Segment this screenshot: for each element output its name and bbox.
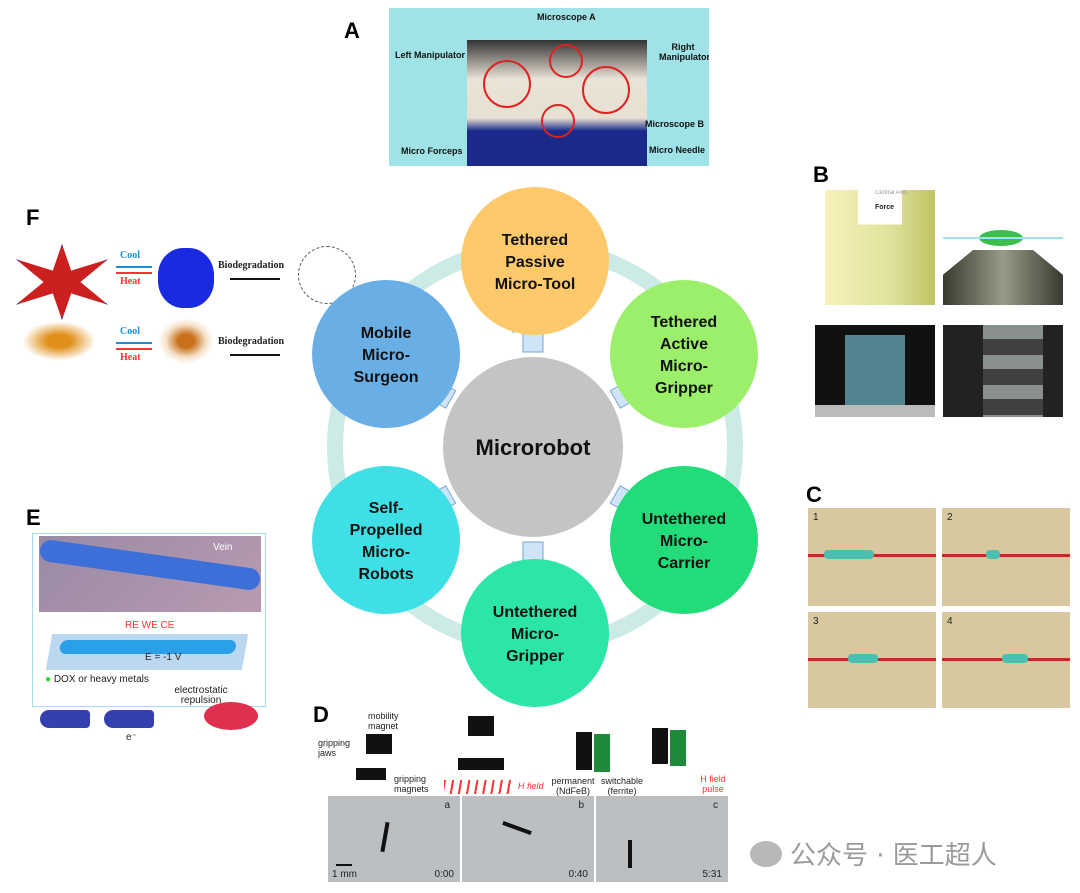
- panel-e-image: Vein RE WE CE E = -1 V ● DOX or heavy me…: [32, 533, 266, 707]
- panel-a-image: Microscope A Left Manipulator Right Mani…: [389, 8, 709, 166]
- node-label: Micro-: [660, 358, 708, 375]
- panel-label-a: A: [344, 18, 360, 43]
- node-label: Self-: [369, 500, 404, 517]
- node-label: Active: [660, 336, 708, 353]
- annotation: gripping magnets: [394, 774, 429, 794]
- annotation: e⁻: [126, 732, 137, 743]
- panel-f-image: Cool Heat Biodegradation Cool Heat Biode…: [8, 238, 360, 364]
- frame-a: a 0:00 1 mm: [328, 796, 460, 882]
- node-untethered-micro-carrier: [609, 466, 758, 614]
- frame-b: b 0:40: [462, 796, 594, 882]
- microrobot-diagram: Microrobot TetheredPassiveMicro-ToolTeth…: [312, 187, 758, 707]
- panel-label-d: D: [313, 702, 329, 727]
- panel-b-image: Central Axis Force: [815, 190, 1065, 420]
- annotation: Left Manipulator: [395, 50, 465, 60]
- heat-label: Heat: [120, 276, 141, 287]
- wechat-icon: [750, 840, 782, 867]
- annotation: RE WE CE: [125, 620, 175, 631]
- annotation: Force: [875, 204, 895, 211]
- node-mobile-micro-surgeon: [312, 280, 461, 428]
- annotation: Microscope A: [537, 12, 596, 22]
- node-untethered-micro-gripper: [461, 559, 609, 707]
- frame-c: c 5:31: [596, 796, 728, 882]
- node-label: Carrier: [658, 555, 710, 572]
- node-label: Surgeon: [354, 369, 419, 386]
- node-label: Gripper: [655, 380, 713, 397]
- node-label: Passive: [505, 254, 565, 271]
- annotation: Right Manipulator: [659, 42, 709, 62]
- process-label: Biodegradation: [218, 260, 285, 271]
- node-label: Untethered: [493, 604, 577, 621]
- panel-label-c: C: [806, 482, 822, 507]
- node-label: Gripper: [506, 648, 564, 665]
- node-label: Tethered: [502, 232, 568, 249]
- annotation: switchable (ferrite): [600, 776, 644, 796]
- legend-dox: DOX or heavy metals: [53, 674, 149, 685]
- frame-time: 0:00: [434, 869, 454, 880]
- frame-time: 5:31: [702, 869, 722, 880]
- panel-c-image: 1 2 3 4: [808, 508, 1070, 708]
- node-label: Micro-Tool: [495, 276, 576, 293]
- annotation: gripping jaws: [318, 738, 351, 758]
- panel-label-e: E: [26, 505, 41, 530]
- annotation: Micro Needle: [649, 145, 706, 155]
- node-label: Mobile: [361, 325, 412, 342]
- annotation: ● DOX or heavy metals: [45, 674, 149, 685]
- annotation: H field pulse: [700, 774, 726, 794]
- node-label: Micro-: [660, 533, 708, 550]
- node-label: Propelled: [350, 522, 423, 539]
- frame-letter: b: [578, 800, 584, 811]
- frame-time: 0:40: [568, 869, 588, 880]
- node-tethered-passive-micro-tool: [461, 187, 609, 335]
- frame-number: 2: [947, 512, 953, 523]
- panel-label-b: B: [813, 162, 829, 187]
- frame-number: 1: [813, 512, 819, 523]
- frame-letter: c: [713, 800, 718, 811]
- node-label: Micro-: [511, 626, 559, 643]
- process-label: Biodegradation: [218, 336, 285, 347]
- node-label: Tethered: [651, 314, 717, 331]
- annotation: H field: [518, 781, 544, 791]
- watermark-text: 公众号 · 医工超人: [790, 841, 997, 871]
- scale-bar: 1 mm: [332, 869, 357, 880]
- annotation: permanent (NdFeB): [551, 776, 595, 796]
- node-label: Micro-: [362, 544, 410, 561]
- watermark: 公众号 · 医工超人: [750, 835, 997, 872]
- node-label: Micro-: [362, 347, 410, 364]
- annotation: Vein: [213, 542, 233, 553]
- node-tethered-active-micro-gripper: [609, 280, 758, 428]
- annotation: Central Axis: [875, 190, 908, 196]
- panel-d-image: mobility magnet gripping jaws gripping m…: [318, 708, 730, 883]
- node-self-propelled-micro-robots: [312, 466, 461, 614]
- frame-number: 4: [947, 616, 953, 627]
- cool-label: Cool: [120, 326, 140, 337]
- heat-label: Heat: [120, 352, 141, 363]
- frame-number: 3: [813, 616, 819, 627]
- annotation: mobility magnet: [368, 711, 399, 731]
- annotation: Microscope B: [645, 119, 705, 129]
- panel-label-f: F: [26, 205, 40, 230]
- center-node: [443, 357, 623, 537]
- node-label: Robots: [358, 566, 413, 583]
- annotation: Micro Forceps: [401, 146, 463, 156]
- frame-letter: a: [444, 800, 450, 811]
- annotation: E = -1 V: [145, 652, 182, 663]
- node-label: Untethered: [642, 511, 726, 528]
- center-label: Microrobot: [476, 435, 592, 460]
- cool-label: Cool: [120, 250, 140, 261]
- annotation: electrostatic repulsion: [174, 685, 228, 706]
